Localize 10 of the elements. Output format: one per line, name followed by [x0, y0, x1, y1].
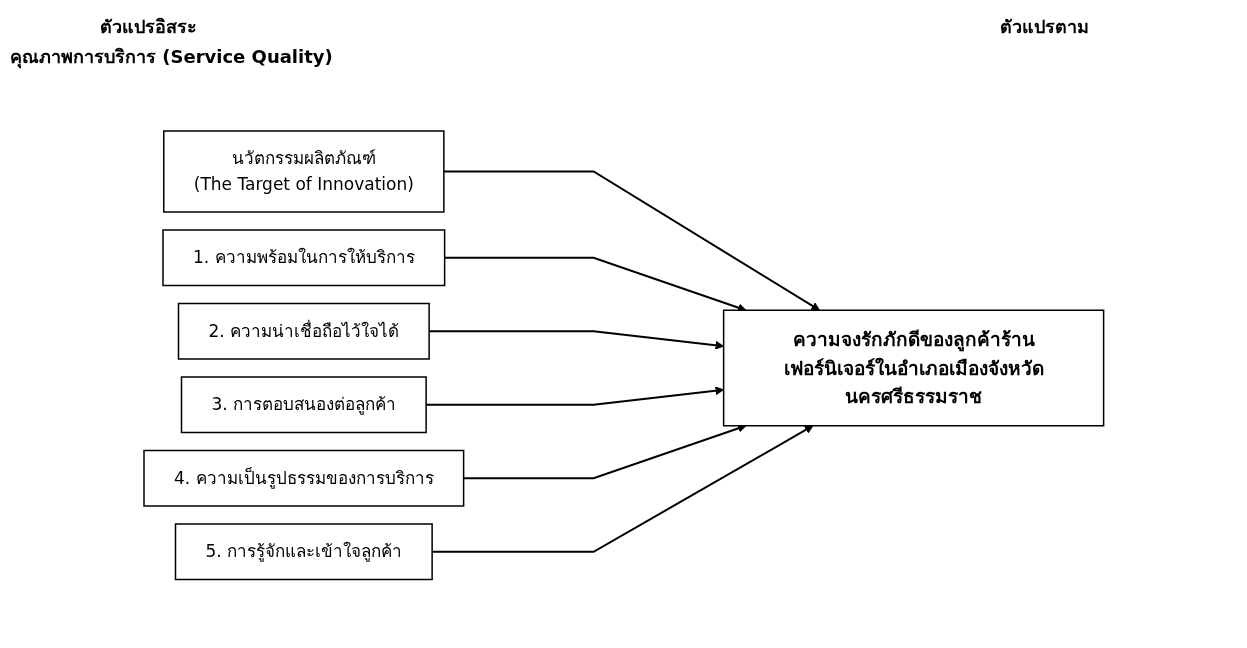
- node-box: ความจงรักภักดีของลูกค้าร้านเฟอร์นิเจอร์ในอำเภอเมืองจังหวัดนครศรีธรรมราช: [722, 309, 1105, 427]
- node-box: 4. ความเป็นรูปธรรมของการบริการ: [142, 449, 465, 507]
- group-heading: คุณภาพการบริการ (Service Quality): [10, 45, 333, 71]
- node-box: 3. การตอบสนองต่อลูกค้า: [180, 376, 427, 433]
- column-heading: ตัวแปรตาม: [1000, 15, 1089, 39]
- node-box: 1. ความพร้อมในการให้บริการ: [161, 229, 446, 286]
- node-box: 5. การรู้จักและเข้าใจลูกค้า: [174, 523, 433, 580]
- node-box: นวัตกรรมผลิตภัณฑ์ (The Target of Innovation): [162, 130, 445, 213]
- node-box: 2. ความน่าเชื่อถือไว้ใจได้: [177, 302, 430, 360]
- column-heading: ตัวแปรอิสระ: [100, 15, 197, 39]
